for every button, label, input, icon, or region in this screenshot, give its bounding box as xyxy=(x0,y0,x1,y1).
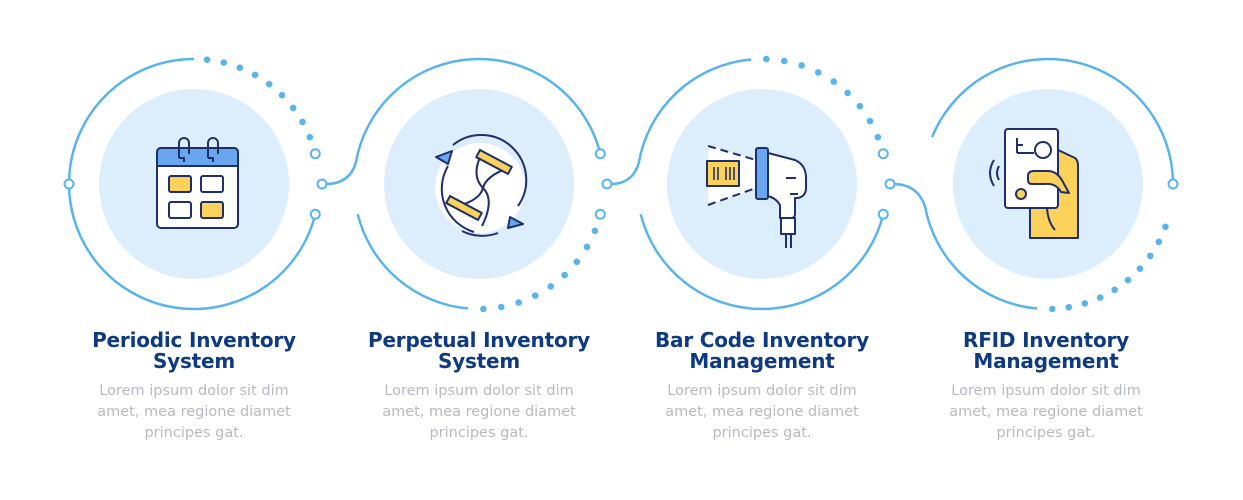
ring-dot xyxy=(1136,265,1144,273)
barcode-scanner-icon xyxy=(706,145,807,248)
ring-dot xyxy=(1096,294,1104,301)
ring-dot xyxy=(480,305,487,313)
ring-dot xyxy=(1111,286,1118,294)
ring-dot xyxy=(251,71,259,79)
ring-dot xyxy=(1155,238,1163,246)
ring-dot xyxy=(1065,303,1073,311)
connector-line xyxy=(325,161,358,186)
ring-node xyxy=(309,148,321,160)
ring-dot xyxy=(573,258,581,266)
ring-arc xyxy=(356,213,469,310)
ring-node xyxy=(601,178,613,190)
ring-node xyxy=(877,148,889,160)
connector-line xyxy=(893,182,927,207)
ring-dot xyxy=(265,80,273,88)
ring-dot xyxy=(1049,305,1056,313)
ring-node xyxy=(594,208,606,220)
ring-node xyxy=(316,178,328,190)
ring-arc xyxy=(923,205,1038,310)
ring-arc xyxy=(930,57,1175,185)
ring-dot xyxy=(561,271,568,279)
ring-arc xyxy=(67,57,317,311)
ring-dot xyxy=(236,64,244,71)
ring-dot xyxy=(547,283,554,290)
ring-dot xyxy=(203,56,211,63)
calendar-icon xyxy=(156,137,239,229)
ring-node xyxy=(63,178,75,190)
ring-dot xyxy=(591,227,599,235)
connector-line xyxy=(610,161,641,186)
ring-dot xyxy=(220,59,228,66)
ring-dot xyxy=(1162,223,1169,231)
ring-dot xyxy=(874,133,882,141)
ring-dot xyxy=(1146,252,1154,260)
ring-arc xyxy=(639,213,885,311)
ring-dot xyxy=(798,62,805,69)
ring-dot xyxy=(1081,300,1089,307)
ring-dot xyxy=(583,243,591,251)
rfid-card-hand-icon xyxy=(989,128,1079,239)
ring-dot xyxy=(515,299,522,306)
ring-node xyxy=(877,208,889,220)
ring-dot xyxy=(306,133,314,141)
ring-dot xyxy=(497,303,505,311)
ring-dot xyxy=(844,89,851,97)
ring-node xyxy=(594,148,606,160)
ring-dot xyxy=(531,292,539,299)
ring-node xyxy=(1167,178,1179,190)
ring-dot xyxy=(830,78,837,85)
ring-dot xyxy=(278,91,286,99)
ring-dot xyxy=(763,55,770,63)
ring-dot xyxy=(814,69,822,76)
ring-dot xyxy=(1124,276,1132,284)
hourglass-cycle-icon xyxy=(435,134,528,237)
ring-node xyxy=(309,208,321,220)
ring-dot xyxy=(299,118,306,126)
ring-dot xyxy=(866,117,874,125)
ring-dot xyxy=(856,102,864,110)
ring-arc xyxy=(637,58,752,163)
ring-dot xyxy=(780,57,788,65)
ring-node xyxy=(884,178,896,190)
ring-arc xyxy=(354,57,602,163)
ring-dot xyxy=(289,104,297,112)
